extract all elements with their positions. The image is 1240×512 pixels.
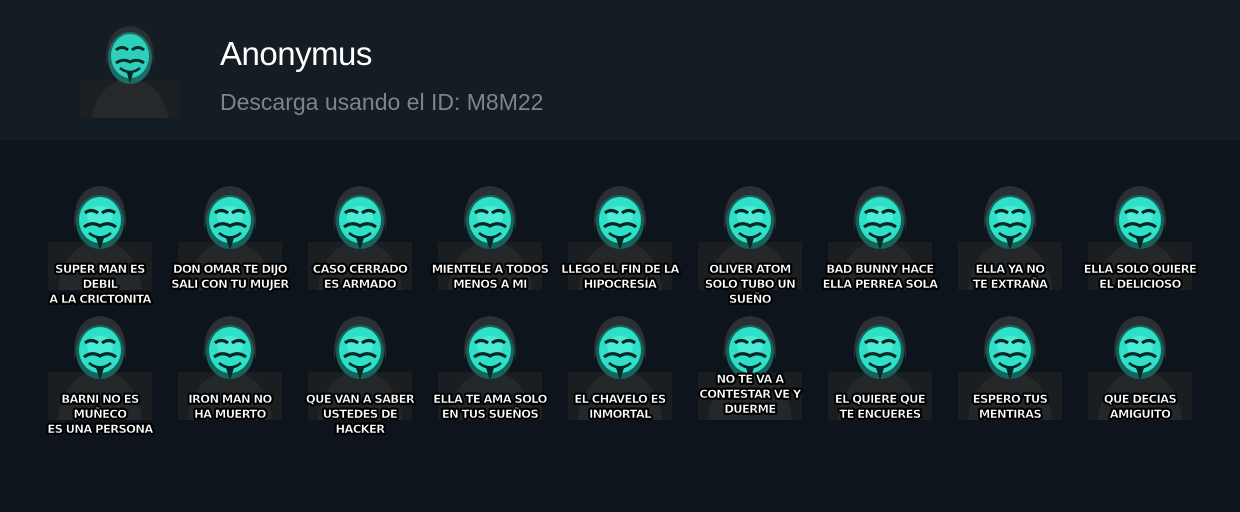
sticker-item[interactable]: SUPER MAN ES DEBIL A LA CRICTONITA	[40, 186, 160, 310]
sticker-item[interactable]: DON OMAR TE DIJO SALI CON TU MUJER	[170, 186, 290, 310]
sticker-caption: LLEGO EL FIN DE LA HIPOCRESÍA	[561, 262, 680, 291]
sticker-caption: SUPER MAN ES DEBIL A LA CRICTONITA	[49, 262, 152, 306]
pack-download-id: Descarga usando el ID: M8M22	[220, 89, 544, 115]
sticker-caption: ELLA TE AMA SOLO EN TUS SUEÑOS	[433, 392, 548, 421]
sticker-item[interactable]: ELLA TE AMA SOLO EN TUS SUEÑOS	[430, 316, 550, 440]
sticker-item[interactable]: ELLA SOLO QUIERE EL DELICIOSO	[1080, 186, 1200, 310]
sticker-item[interactable]: MIENTELE A TODOS MENOS A MI	[430, 186, 550, 310]
sticker-caption: OLIVER ATOM SOLO TUBO UN SUEÑO	[704, 262, 796, 306]
sticker-item[interactable]: LLEGO EL FIN DE LA HIPOCRESÍA	[560, 186, 680, 310]
sticker-item[interactable]: BARNI NO ES MUÑECO ES UNA PERSONA	[40, 316, 160, 440]
anonymous-mask-icon	[80, 26, 180, 118]
sticker-item[interactable]: ELLA YA NO TE EXTRAÑA	[950, 186, 1070, 310]
sticker-caption: IRON MAN NO HA MUERTO	[188, 392, 272, 421]
sticker-caption: ELLA YA NO TE EXTRAÑA	[972, 262, 1049, 291]
sticker-item[interactable]: OLIVER ATOM SOLO TUBO UN SUEÑO	[690, 186, 810, 310]
sticker-item[interactable]: EL QUIERE QUE TE ENCUERES	[820, 316, 940, 440]
sticker-caption: NO TE VA A CONTESTAR VE Y DUERME	[699, 372, 801, 416]
sticker-item[interactable]: IRON MAN NO HA MUERTO	[170, 316, 290, 440]
pack-header: Anonymus Descarga usando el ID: M8M22	[0, 0, 1240, 140]
sticker-caption: MIENTELE A TODOS MENOS A MI	[431, 262, 549, 291]
sticker-item[interactable]: NO TE VA A CONTESTAR VE Y DUERME	[690, 316, 810, 440]
sticker-caption: QUE DECIAS AMIGUITO	[1103, 392, 1177, 421]
pack-icon	[78, 18, 182, 118]
sticker-item[interactable]: QUE DECIAS AMIGUITO	[1080, 316, 1200, 440]
sticker-item[interactable]: CASO CERRADO ES ARMADO	[300, 186, 420, 310]
sticker-caption: DON OMAR TE DIJO SALI CON TU MUJER	[171, 262, 289, 291]
sticker-item[interactable]: BAD BUNNY HACE ELLA PERREA SOLA	[820, 186, 940, 310]
sticker-caption: EL CHAVELO ES INMORTAL	[574, 392, 666, 421]
sticker-caption: EL QUIERE QUE TE ENCUERES	[834, 392, 926, 421]
pack-title: Anonymus	[220, 35, 372, 72]
sticker-caption: ELLA SOLO QUIERE EL DELICIOSO	[1083, 262, 1198, 291]
sticker-item[interactable]: EL CHAVELO ES INMORTAL	[560, 316, 680, 440]
sticker-caption: QUE VAN A SABER USTEDES DE HACKER	[305, 392, 415, 436]
sticker-item[interactable]: ESPERO TUS MENTIRAS	[950, 316, 1070, 440]
sticker-caption: BAD BUNNY HACE ELLA PERREA SOLA	[822, 262, 938, 291]
sticker-caption: ESPERO TUS MENTIRAS	[972, 392, 1049, 421]
sticker-caption: CASO CERRADO ES ARMADO	[312, 262, 408, 291]
sticker-item[interactable]: QUE VAN A SABER USTEDES DE HACKER	[300, 316, 420, 440]
sticker-caption: BARNI NO ES MUÑECO ES UNA PERSONA	[47, 392, 153, 436]
